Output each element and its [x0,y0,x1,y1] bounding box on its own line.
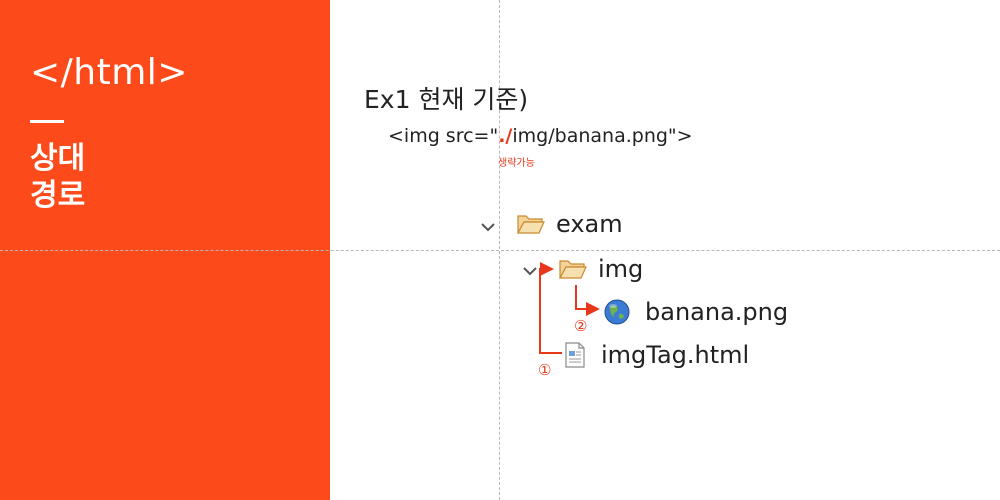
example-heading: Ex1 현재 기준) [364,85,529,114]
omit-note: 생략가능 [498,158,535,169]
sidebar-title: </html> [30,52,188,93]
arrow-relative-1 [539,262,562,354]
code-suffix: img/banana.png"> [512,125,693,147]
tree-item-banana-png[interactable]: banana.png [603,298,788,326]
chevron-down-icon[interactable] [480,221,496,233]
tree-item-exam[interactable]: exam [516,210,623,238]
horizontal-guide-line [0,250,1000,251]
folder-open-icon [558,260,587,279]
code-line: <img src="./img/banana.png"> [388,125,693,147]
tree-item-label: img [598,255,644,283]
code-current-dir: ./ [498,125,513,147]
folder-open-icon [516,215,545,234]
step-marker-1: ① [538,361,552,379]
tree-item-imgtag-html[interactable]: imgTag.html [563,341,749,369]
tree-item-label: exam [556,210,623,238]
tree-item-label: banana.png [645,298,789,326]
step-marker-2: ② [574,317,588,335]
sidebar-divider [30,120,64,123]
globe-image-icon [604,299,630,325]
sidebar-subtitle-line: 상대 [30,141,86,176]
sidebar-subtitle-line: 경로 [30,178,86,213]
html-file-icon [565,342,585,368]
tree-item-label: imgTag.html [601,341,750,369]
sidebar-subtitle: 상대 경로 [30,140,85,214]
code-prefix: <img src=" [388,125,499,147]
arrow-relative-2 [575,285,600,316]
chevron-down-icon[interactable] [522,265,538,277]
tree-item-img-folder[interactable]: img [558,255,643,283]
